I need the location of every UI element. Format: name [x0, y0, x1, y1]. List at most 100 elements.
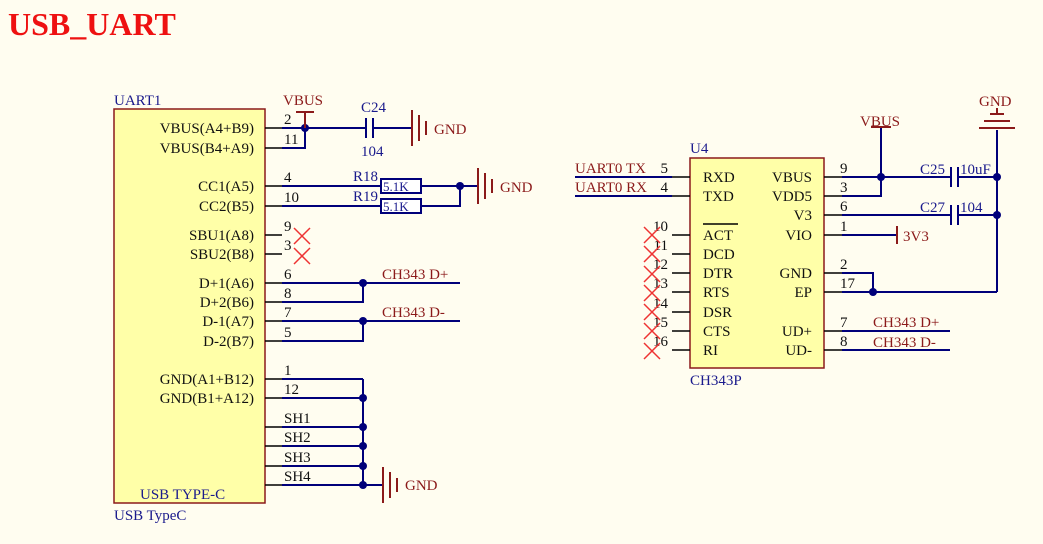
- ch343-pin-number: 1: [840, 219, 848, 235]
- gnd-label-1: GND: [434, 122, 467, 138]
- usb-dp-net: CH343 D+: [282, 267, 460, 303]
- r18-value: 5.1K: [383, 179, 409, 194]
- ch343-pin-number: 7: [840, 315, 848, 331]
- ch343-pin-number: 2: [840, 257, 848, 273]
- ch343-pin-name: VIO: [785, 228, 812, 244]
- ch343-pin-number: 6: [840, 199, 848, 215]
- usb-part: USB TYPE-C: [140, 487, 225, 503]
- ch343-pin-name: GND: [780, 266, 813, 282]
- usb-pin-number: SH4: [284, 469, 311, 485]
- capacitor-c27[interactable]: C27 104: [842, 200, 997, 225]
- resistor-r19[interactable]: R19 5.1K: [282, 182, 464, 214]
- c24-value: 104: [361, 144, 384, 160]
- ch343p-chip[interactable]: U4 CH343P: [689, 141, 825, 389]
- ch343-pin-name: RI: [703, 343, 718, 359]
- usb-pin-name: VBUS(A4+B9): [160, 121, 254, 137]
- usb-pin-name: D-1(A7): [202, 314, 254, 330]
- gnd-label-2: GND: [500, 180, 533, 196]
- ch343-pin-number: 5: [661, 161, 669, 177]
- ch343-pin-name: DCD: [703, 247, 735, 263]
- usb-pin-name: GND(A1+B12): [160, 372, 254, 388]
- usb-pin-number: 9: [284, 219, 292, 235]
- ch343-pin-number: 8: [840, 334, 848, 350]
- ch343-pin-name: DSR: [703, 305, 732, 321]
- ch343-pin-name: V3: [794, 208, 812, 224]
- usb-pin-name: SBU2(B8): [190, 247, 254, 263]
- ud-minus-label: CH343 D-: [873, 335, 936, 351]
- usb-pin-number: SH3: [284, 450, 311, 466]
- ch343-gnd-rail: [842, 130, 1001, 296]
- c25-value: 10uF: [960, 162, 991, 178]
- usb-ref: UART1: [114, 93, 161, 109]
- usb-pin-name: D+2(B6): [200, 295, 254, 311]
- r19-ref: R19: [353, 189, 378, 205]
- usb-typec-connector[interactable]: UART1 USB TYPE-C USB TypeC: [113, 93, 266, 524]
- gnd-symbol-4: GND: [979, 94, 1015, 129]
- usb-connector-body: [113, 108, 266, 504]
- usb-pin-number: SH1: [284, 411, 311, 427]
- gnd-symbol-1: GND: [411, 110, 467, 146]
- ch343-vbus-net: VBUS: [842, 114, 950, 197]
- ch343-pin-name: ACT: [703, 228, 733, 244]
- usb-pin-number: 11: [284, 132, 298, 148]
- uart-nets: UART0 TX UART0 RX: [575, 161, 672, 197]
- usb-pin-number: 3: [284, 238, 292, 254]
- c24-ref: C24: [361, 100, 387, 116]
- usb-pin-number: SH2: [284, 430, 311, 446]
- ch343-part: CH343P: [690, 373, 742, 389]
- ch343-ref: U4: [690, 141, 709, 157]
- ch343-vbus-label: VBUS: [860, 114, 900, 130]
- ch343-no-connects: [643, 226, 661, 360]
- usb-pin-number: 12: [284, 382, 299, 398]
- ch343-pin-name: TXD: [703, 189, 734, 205]
- usb-pin-name: SBU1(A8): [189, 228, 254, 244]
- uart-tx-label: UART0 TX: [575, 161, 646, 177]
- usb-pin-name: D+1(A6): [199, 276, 254, 292]
- ch343-pin-number: 11: [654, 238, 668, 254]
- usb-pin-number: 6: [284, 267, 292, 283]
- v3v3-label: 3V3: [903, 229, 929, 245]
- resistor-r18[interactable]: R18 5.1K: [282, 169, 478, 194]
- capacitor-c24[interactable]: C24 104: [358, 100, 412, 160]
- r19-value: 5.1K: [383, 199, 409, 214]
- sbu-no-connects: [293, 227, 311, 265]
- c27-value: 104: [960, 200, 983, 216]
- usb-pin-number: 8: [284, 286, 292, 302]
- usb-pin-name: CC1(A5): [198, 179, 254, 195]
- ch343-pin-name: UD-: [785, 343, 812, 359]
- usb-dp-label: CH343 D+: [382, 267, 448, 283]
- capacitor-c25[interactable]: C25 10uF: [920, 162, 997, 187]
- ch343-3v3-net: 3V3: [842, 226, 929, 245]
- ch343-pin-name: CTS: [703, 324, 731, 340]
- usb-vbus-net: VBUS: [282, 93, 358, 149]
- ch343-pin-name: RTS: [703, 285, 730, 301]
- usb-pin-number: 10: [284, 190, 299, 206]
- c25-ref: C25: [920, 162, 945, 178]
- ud-plus-label: CH343 D+: [873, 315, 939, 331]
- ch343p-body: [689, 157, 825, 369]
- gnd-label-4: GND: [979, 94, 1012, 110]
- sheet-title: USB_UART: [8, 6, 176, 42]
- usb-dm-label: CH343 D-: [382, 305, 445, 321]
- ch343-pin-name: DTR: [703, 266, 733, 282]
- usb-pin-group: 2VBUS(A4+B9)11VBUS(B4+A9)4CC1(A5)10CC2(B…: [160, 112, 311, 486]
- ch343-pin-number: 17: [840, 276, 856, 292]
- usb-dm-net: CH343 D-: [282, 305, 460, 342]
- ch343-pin-number: 3: [840, 180, 848, 196]
- usb-pin-name: GND(B1+A12): [160, 391, 254, 407]
- gnd-symbol-2: GND: [477, 168, 533, 204]
- ch343-pin-number: 4: [661, 180, 669, 196]
- ch343-pin-name: RXD: [703, 170, 735, 186]
- usb-pin-name: VBUS(B4+A9): [160, 141, 254, 157]
- usb-desc: USB TypeC: [114, 508, 186, 524]
- r18-ref: R18: [353, 169, 378, 185]
- usb-pin-number: 4: [284, 170, 292, 186]
- usb-pin-number: 5: [284, 325, 292, 341]
- ch343-pin-name: VBUS: [772, 170, 812, 186]
- gnd-label-3: GND: [405, 478, 438, 494]
- uart-rx-label: UART0 RX: [575, 180, 647, 196]
- ch343-pin-name: EP: [794, 285, 812, 301]
- ch343-pin-name: UD+: [782, 324, 812, 340]
- ch343-pin-number: 9: [840, 161, 848, 177]
